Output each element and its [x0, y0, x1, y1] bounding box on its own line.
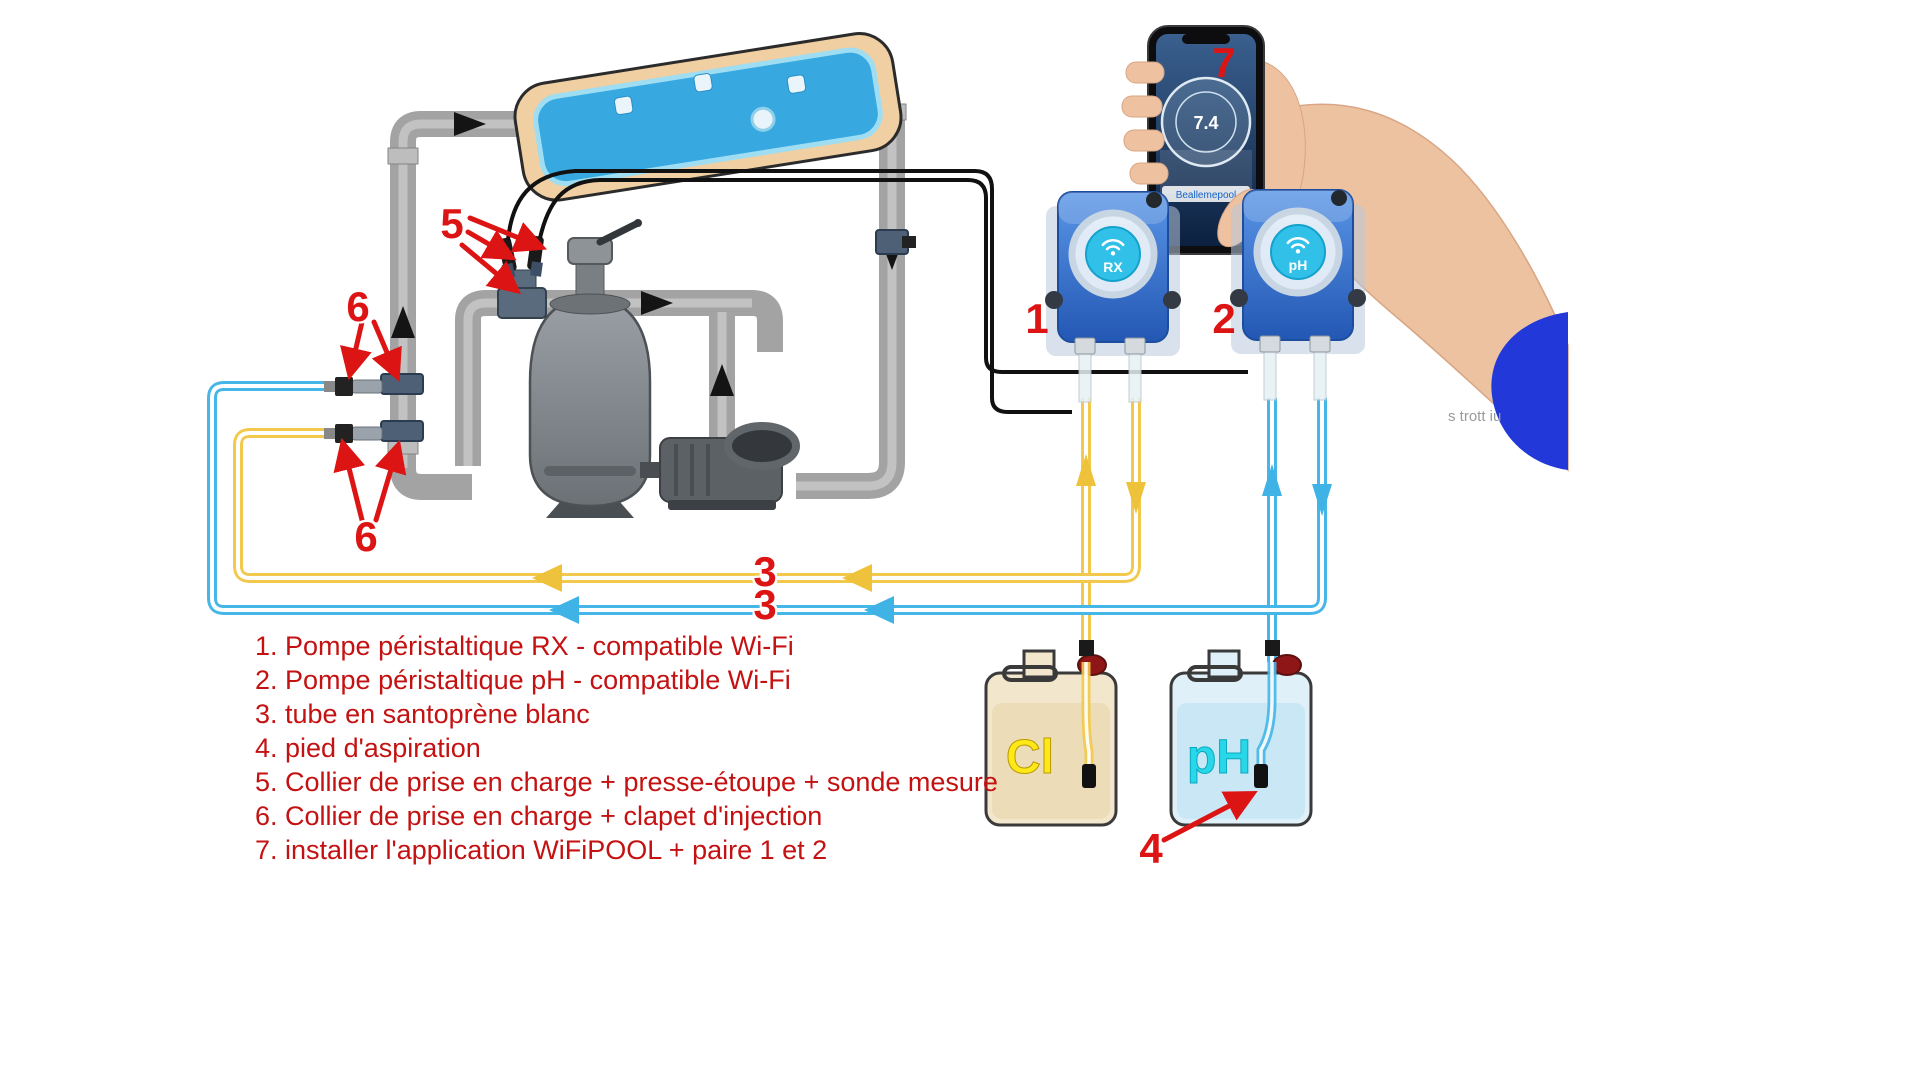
dosing-pump-ph: pH: [1230, 189, 1366, 401]
legend-item-3: 3. tube en santoprène blanc: [255, 699, 590, 729]
pump2-ports: [1259, 335, 1331, 401]
suction-lines-in-canisters: [1079, 640, 1280, 788]
callout-lines: [333, 215, 1258, 843]
legend-item-6: 6. Collier de prise en charge + clapet d…: [255, 801, 823, 831]
chlorine-label: Cl: [1006, 731, 1054, 784]
legend-item-2: 2. Pompe péristaltique pH - compatible W…: [255, 665, 791, 695]
pump1-head-label: RX: [1103, 259, 1123, 275]
callout-7: 7: [1212, 39, 1236, 86]
legend: 1. Pompe péristaltique RX - compatible W…: [255, 629, 998, 867]
multiport-valve: [567, 219, 642, 265]
probe-cables: [506, 169, 1248, 414]
ph-canister-label: pH: [1187, 731, 1251, 784]
pump2-head-label: pH: [1289, 257, 1308, 273]
pool: [513, 32, 903, 202]
callout-2: 2: [1212, 295, 1236, 342]
circulation-pump: [659, 422, 800, 510]
legend-item-4: 4. pied d'aspiration: [255, 733, 481, 763]
chlorine-tube: [233, 398, 1141, 662]
app-dial: [1160, 76, 1252, 168]
pump1-ports: [1074, 337, 1146, 403]
callout-1: 1: [1025, 295, 1049, 342]
suction-foot-ph: [1254, 764, 1268, 788]
callout-6-top: 6: [346, 283, 370, 330]
tube-flow-arrows: [532, 454, 1332, 624]
ph-cap: [1272, 654, 1302, 676]
right-pipe-clamp: [875, 229, 916, 255]
app-dial-value: 7.4: [1193, 113, 1218, 133]
callout-4: 4: [1139, 825, 1163, 872]
callout-5: 5: [440, 200, 464, 247]
callout-3-top: 3: [753, 548, 777, 595]
sand-filter: [528, 219, 672, 518]
fingers: [1121, 61, 1263, 248]
legend-item-1: 1. Pompe péristaltique RX - compatible W…: [255, 631, 794, 661]
watermark-text: s trott iu: [1448, 408, 1501, 425]
legend-item-7: 7. installer l'application WiFiPOOL + pa…: [255, 835, 828, 865]
sleeve: [1491, 312, 1568, 470]
ph-tube: [207, 381, 1327, 662]
pool-icons: [614, 73, 807, 132]
callout-3-bottom: 3: [753, 581, 777, 628]
dosing-pump-rx: RX: [1045, 191, 1181, 403]
app-brand-text: Beallemepool: [1176, 190, 1237, 201]
suction-foot-cl: [1082, 764, 1096, 788]
legend-item-5: 5. Collier de prise en charge + presse-é…: [255, 767, 998, 797]
callout-6-bottom: 6: [354, 513, 378, 560]
chlorine-canister: Cl: [984, 649, 1118, 827]
check-valves: [324, 377, 383, 443]
